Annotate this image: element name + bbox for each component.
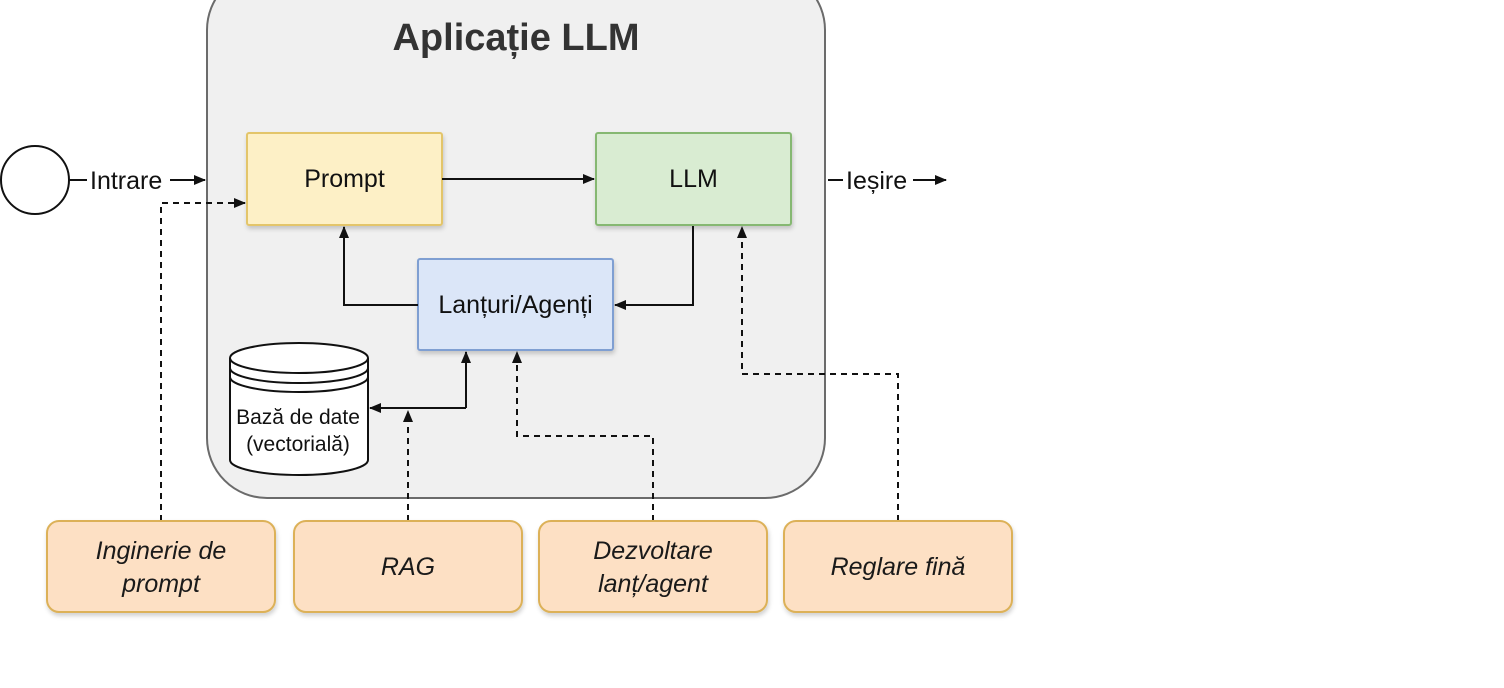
chains-agents-box: Lanțuri/Agenți	[417, 258, 614, 351]
rag-box: RAG	[293, 520, 523, 613]
fine-tuning-label: Reglare fină	[831, 553, 966, 581]
fine-tuning-connector	[737, 226, 899, 521]
database-label-line2: (vectorială)	[246, 433, 350, 456]
app-title: Aplicație LLM	[392, 17, 639, 59]
llm-to-chains-arrow	[614, 226, 694, 310]
chains-to-prompt-arrow	[339, 226, 418, 306]
prompt-engineering-label-line1: Inginerie de	[96, 537, 227, 565]
output-label: Ieșire	[846, 167, 907, 195]
fine-tuning-box: Reglare fină	[783, 520, 1013, 613]
chains-agents-label: Lanțuri/Agenți	[438, 291, 592, 319]
prompt-box: Prompt	[246, 132, 443, 226]
database-label-line1: Bază de date	[236, 406, 360, 429]
chain-agent-development-box: Dezvoltare lanț/agent	[538, 520, 768, 613]
input-label: Intrare	[90, 167, 162, 195]
chain-agent-development-label-line2: lanț/agent	[598, 570, 709, 598]
prompt-engineering-label-line2: prompt	[121, 570, 201, 598]
rag-label: RAG	[381, 553, 435, 581]
input-terminal-circle	[0, 145, 70, 215]
prompt-engineering-connector	[160, 198, 246, 521]
llm-box: LLM	[595, 132, 792, 226]
prompt-label: Prompt	[304, 165, 385, 193]
prompt-engineering-box: Inginerie de prompt	[46, 520, 276, 613]
vector-database-icon: Bază de date (vectorială)	[229, 342, 369, 476]
chain-agent-development-label-line1: Dezvoltare	[593, 537, 713, 565]
llm-label: LLM	[669, 165, 718, 193]
